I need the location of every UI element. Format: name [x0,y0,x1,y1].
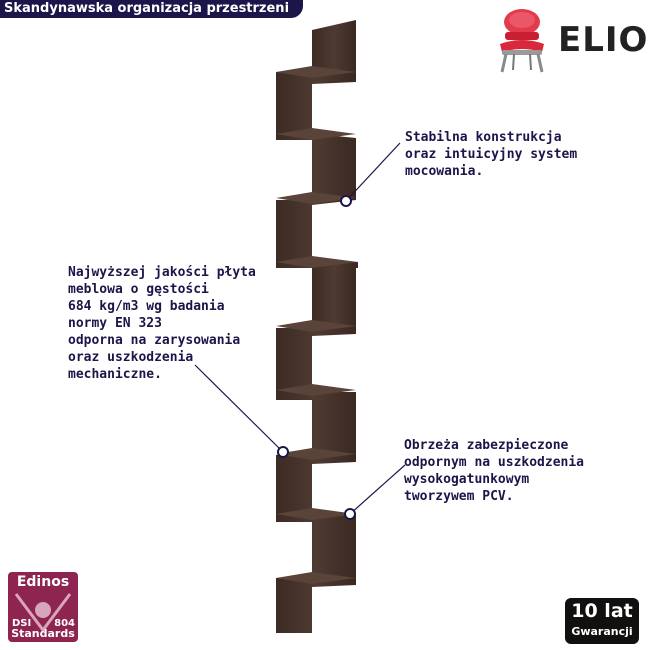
edinos-emblem-icon [14,593,72,633]
leader-line [345,142,401,202]
warranty-label: Gwarancji [571,625,633,638]
brand-name: ELIOR [558,20,650,60]
edinos-name: Edinos [16,574,70,590]
shelf-segment [276,72,358,633]
edinos-badge: Edinos DSI 804 Standards [8,572,78,642]
edinos-right-mark: 804 [54,618,75,629]
leader-line [349,464,406,515]
shelf-board [276,66,358,584]
annotation-edges: Obrzeża zabezpieczone odpornym na uszkod… [404,438,585,504]
edinos-left-mark: DSI [12,618,32,629]
annotation-marker [277,446,289,458]
annotation-stability: Stabilna konstrukcja oraz intuicyjny sys… [405,130,578,179]
red-armchair-icon [500,9,544,73]
leader-line [194,364,284,453]
edinos-subtitle: Standards [11,627,75,640]
warranty-years: 10 lat [571,600,633,622]
page-title: Skandynawska organizacja przestrzeni [0,0,304,18]
annotation-marker [344,508,356,520]
annotation-material: Najwyższej jakości płyta meblowa o gęsto… [68,265,256,382]
annotation-marker [340,195,352,207]
brand-logo: ELIOR [492,6,650,76]
warranty-badge: 10 lat Gwarancji [565,598,639,644]
